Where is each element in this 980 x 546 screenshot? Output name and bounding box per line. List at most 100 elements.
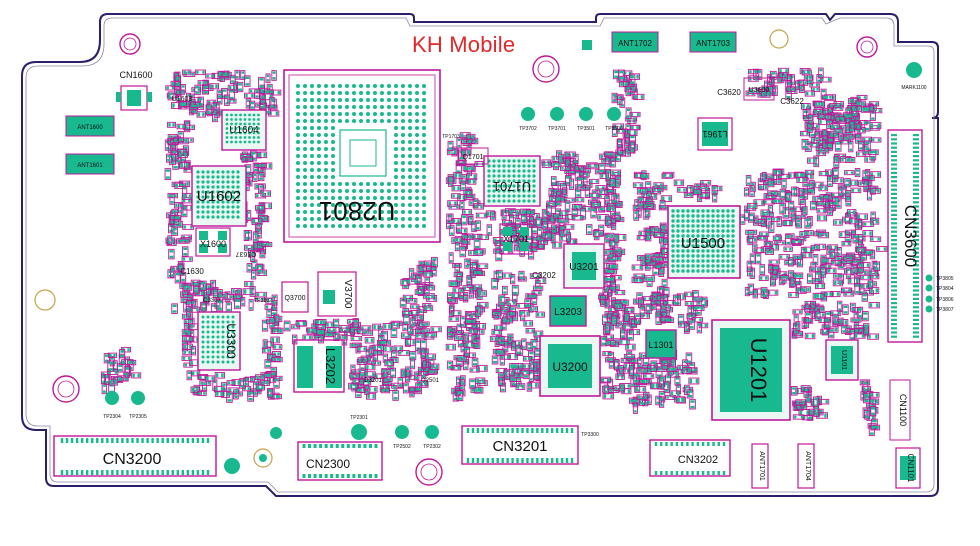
smd-pad xyxy=(358,369,362,374)
smd-outline xyxy=(270,336,280,344)
smd-pad xyxy=(544,222,548,225)
smd-outline xyxy=(326,327,337,334)
smd-pad xyxy=(250,101,254,105)
smd-pad xyxy=(215,373,219,378)
smd-pad xyxy=(787,87,790,91)
smd-pad xyxy=(513,317,517,320)
smd-pad xyxy=(207,381,210,385)
smd-pad xyxy=(857,152,860,156)
smd-pad xyxy=(628,336,633,340)
smd-pad xyxy=(623,311,628,315)
smd-pad xyxy=(529,255,533,259)
smd-pad xyxy=(812,158,816,163)
smd-outline xyxy=(248,88,260,94)
smd-pad xyxy=(641,262,646,265)
smd-pad xyxy=(484,264,487,268)
smd-pad xyxy=(257,230,261,233)
smd-pad xyxy=(859,147,863,150)
smd-pad xyxy=(252,271,255,274)
smd-pad xyxy=(183,350,186,354)
smd-pad xyxy=(460,247,465,250)
smd-pad xyxy=(554,162,558,165)
smd-pad xyxy=(257,269,262,273)
smd-pad xyxy=(416,383,421,387)
smd-pad xyxy=(638,256,641,260)
smd-pad xyxy=(274,384,279,388)
smd-outline xyxy=(607,351,615,362)
smd-pad xyxy=(249,282,253,286)
smd-pad xyxy=(237,88,243,91)
smd-pad xyxy=(806,91,809,96)
smd-pad xyxy=(172,304,177,308)
smd-component-field xyxy=(100,67,888,437)
smd-pad xyxy=(849,148,853,152)
smd-outline xyxy=(616,128,626,134)
smd-pad xyxy=(633,400,636,404)
smd-pad xyxy=(403,279,408,282)
smd-outline xyxy=(629,124,640,131)
smd-pad xyxy=(651,383,654,388)
smd-pad xyxy=(478,306,482,309)
smd-pad xyxy=(634,398,638,403)
smd-outline xyxy=(553,213,563,219)
smd-pad xyxy=(614,234,619,238)
smd-pad xyxy=(639,277,643,282)
smd-pad xyxy=(188,198,191,203)
smd-pad xyxy=(494,238,497,243)
smd-pad xyxy=(635,205,639,208)
mounting-hole xyxy=(415,458,443,486)
smd-pad xyxy=(603,315,607,319)
smd-pad xyxy=(564,198,568,202)
smd-pad xyxy=(474,343,478,346)
smd-pad xyxy=(449,253,453,256)
smd-pad xyxy=(356,328,360,333)
smd-pad xyxy=(254,391,257,396)
smd-pad xyxy=(113,361,117,364)
smd-pad xyxy=(233,85,236,90)
smd-pad xyxy=(245,94,248,98)
smd-pad xyxy=(811,91,814,96)
smd-pad xyxy=(105,359,109,363)
smd-pad xyxy=(222,383,226,386)
smd-outline xyxy=(614,211,621,222)
smd-pad xyxy=(494,310,498,314)
smd-pad xyxy=(699,318,702,322)
smd-outline xyxy=(347,319,359,325)
smd-outline xyxy=(664,317,675,323)
smd-pad xyxy=(625,308,629,312)
smd-pad xyxy=(639,400,642,404)
smd-outline xyxy=(611,218,617,230)
smd-pad xyxy=(464,347,469,351)
smd-pad xyxy=(558,242,562,248)
smd-outline xyxy=(833,127,843,135)
smd-pad xyxy=(478,285,481,290)
smd-pad xyxy=(422,375,425,378)
smd-pad xyxy=(237,83,243,86)
smd-pad xyxy=(465,259,470,263)
smd-pad xyxy=(171,144,175,148)
smd-pad xyxy=(822,202,825,206)
smd-pad xyxy=(862,128,865,133)
smd-outline xyxy=(535,279,541,290)
smd-pad xyxy=(248,391,251,396)
smd-pad xyxy=(431,327,435,331)
smd-pad xyxy=(566,160,570,164)
smd-pad xyxy=(652,205,655,209)
smd-pad xyxy=(572,213,577,216)
smd-pad xyxy=(244,174,249,177)
smd-pad xyxy=(222,89,227,92)
smd-pad xyxy=(619,303,622,308)
smd-pad xyxy=(263,321,267,324)
smd-pad xyxy=(326,322,329,327)
smd-pad xyxy=(424,334,428,339)
smd-pad xyxy=(516,374,519,379)
smd-pad xyxy=(750,186,754,189)
smd-outline xyxy=(535,311,545,318)
smd-pad xyxy=(249,289,253,294)
smd-outline xyxy=(227,387,240,394)
smd-pad xyxy=(778,79,784,82)
smd-outline xyxy=(485,210,495,218)
smd-pad xyxy=(453,288,457,292)
smd-pad xyxy=(272,77,276,80)
smd-pad xyxy=(198,81,202,85)
